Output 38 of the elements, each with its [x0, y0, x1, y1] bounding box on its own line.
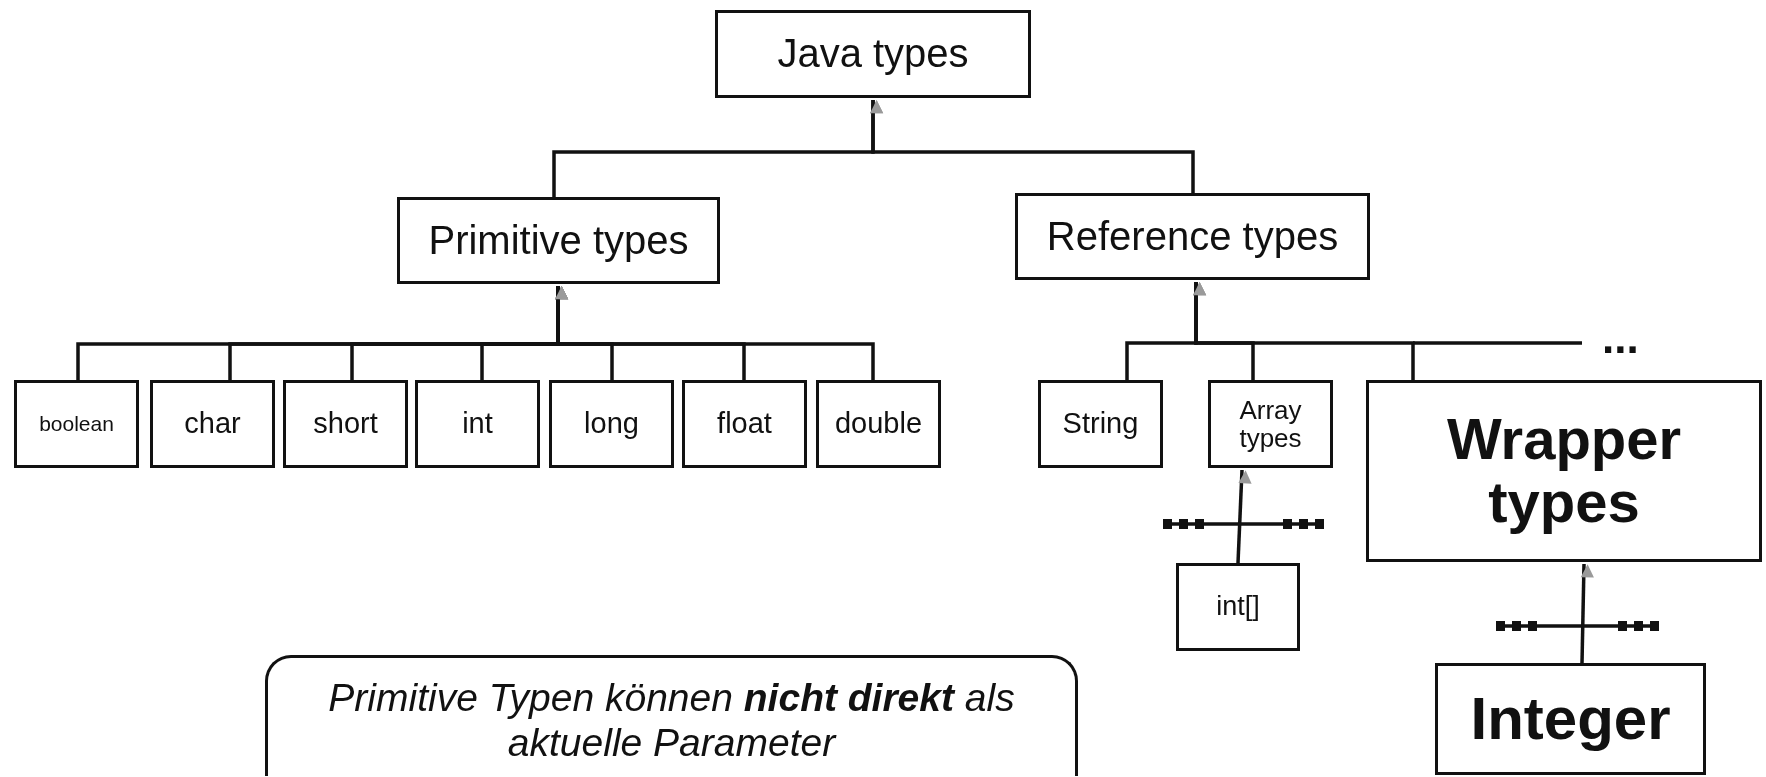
note-text: Primitive Typen können nicht direkt als aktuelle Parameter: [328, 676, 1015, 766]
type-box: [415, 380, 540, 468]
type-box: [397, 197, 720, 284]
hierarchy-arrow: [555, 286, 875, 380]
type-box: [1435, 663, 1706, 775]
type-box: [14, 380, 139, 468]
hierarchy-arrow: [1236, 469, 1252, 564]
type-box: [1015, 193, 1370, 280]
type-box: [682, 380, 807, 468]
hierarchy-arrow: [1580, 563, 1594, 664]
type-box: [816, 380, 941, 468]
hierarchy-arrow: [870, 100, 1195, 193]
type-box: [150, 380, 275, 468]
type-name: long: [584, 408, 639, 440]
type-name: short: [313, 408, 378, 440]
type-box: [283, 380, 408, 468]
type-name: Primitive types: [428, 218, 689, 263]
type-name: char: [184, 408, 241, 440]
type-name: Integer: [1470, 686, 1671, 752]
type-box: [1366, 380, 1762, 562]
type-name: double: [834, 408, 923, 440]
type-box: [1176, 563, 1300, 651]
type-box: [1038, 380, 1163, 468]
type-name: boolean: [39, 412, 114, 436]
type-name: Java types: [777, 32, 969, 76]
type-box: [549, 380, 674, 468]
type-name: float: [717, 408, 772, 440]
type-name: Array types: [1238, 395, 1303, 453]
type-name: Reference types: [1046, 214, 1339, 259]
type-box: [715, 10, 1031, 98]
type-box: [1208, 380, 1333, 468]
type-name: Wrapper types: [1445, 408, 1683, 534]
type-name: int: [462, 408, 493, 440]
hierarchy-arrow: [1193, 282, 1415, 380]
note-box: [265, 655, 1078, 776]
type-name: String: [1062, 408, 1139, 440]
ellipsis-text: ...: [1602, 316, 1639, 360]
type-name: int[]: [1216, 592, 1260, 622]
